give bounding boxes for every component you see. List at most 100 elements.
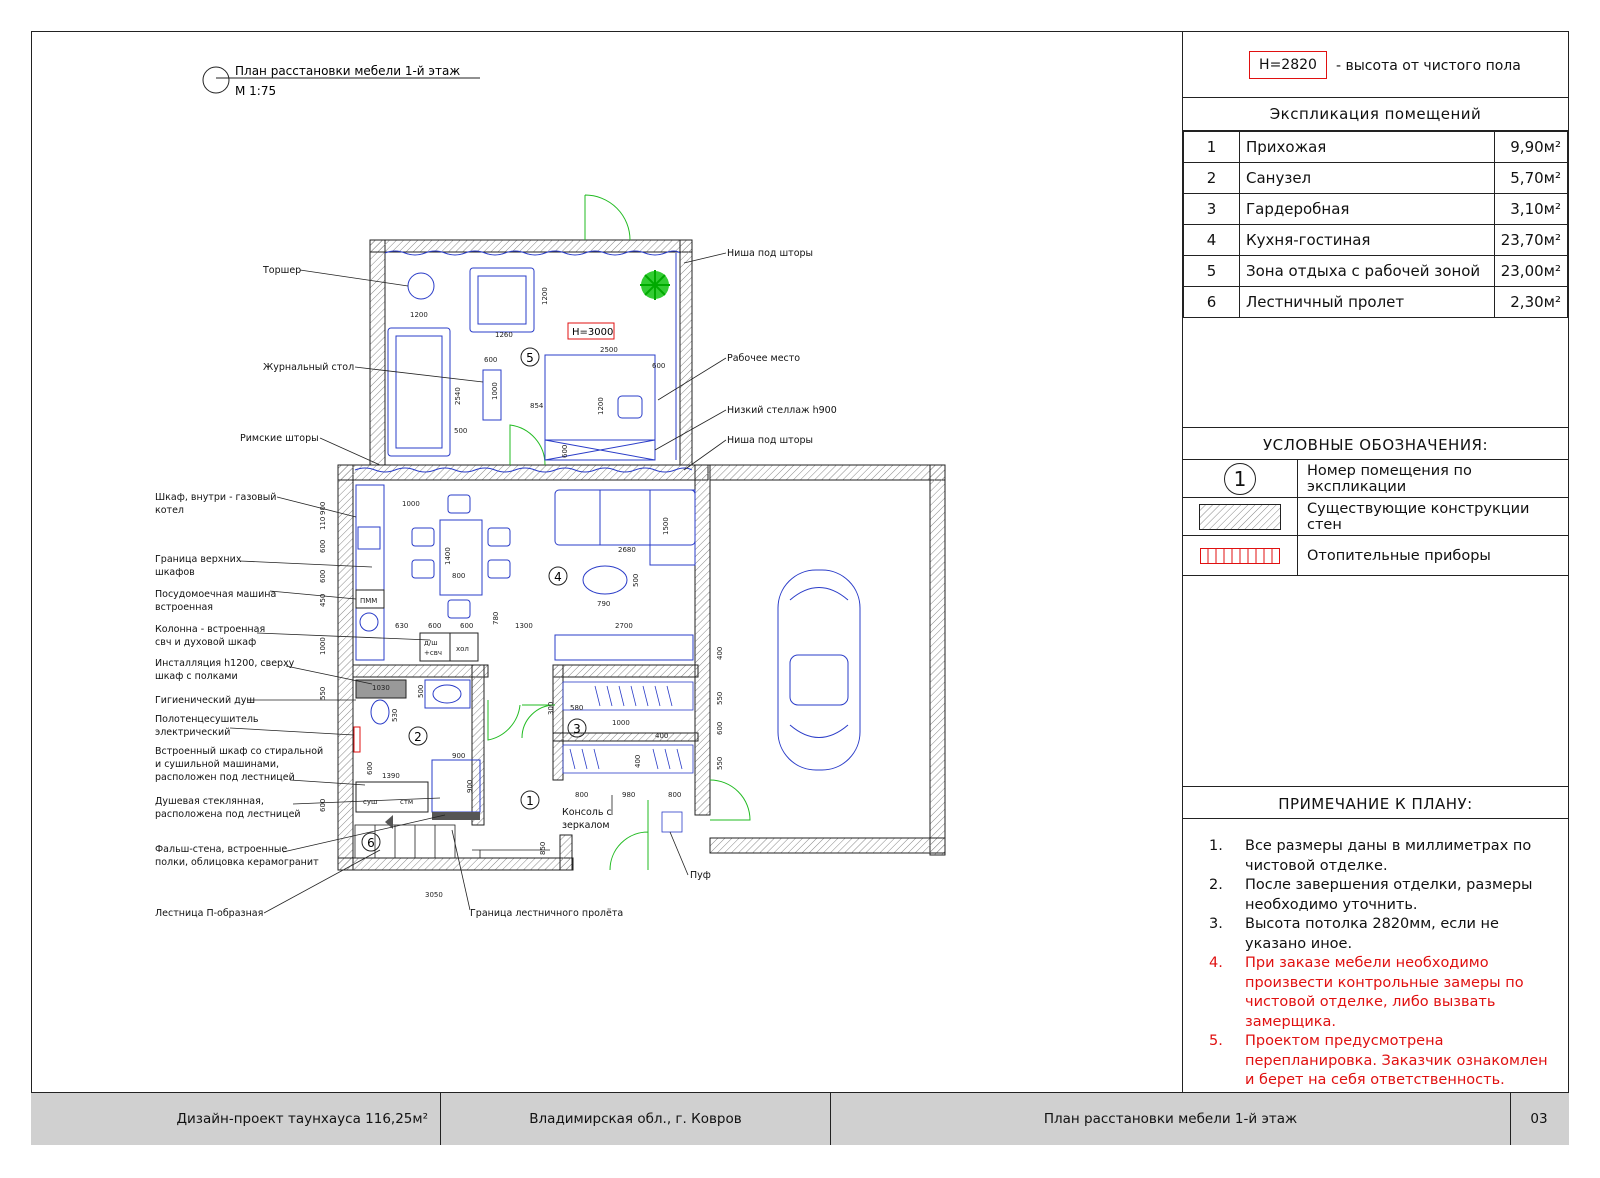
note-item: 4. При заказе мебели необходимо произвест… bbox=[1209, 954, 1559, 1032]
room-name: Гардеробная bbox=[1239, 193, 1495, 225]
note-number: 4. bbox=[1209, 955, 1223, 971]
heater-symbol bbox=[1200, 547, 1280, 564]
svg-text:1000: 1000 bbox=[319, 637, 327, 655]
svg-text:Посудомоечная машина: Посудомоечная машина bbox=[155, 589, 276, 600]
svg-text:котел: котел bbox=[155, 505, 184, 516]
svg-text:Римские шторы: Римские шторы bbox=[240, 433, 319, 444]
room-area: 23,00м² bbox=[1493, 255, 1569, 287]
svg-text:400: 400 bbox=[716, 647, 724, 660]
svg-text:1400: 1400 bbox=[444, 547, 452, 565]
room-area: 9,90м² bbox=[1493, 131, 1569, 163]
svg-text:600: 600 bbox=[319, 799, 327, 812]
legend-title: УСЛОВНЫЕ ОБОЗНАЧЕНИЯ: bbox=[1183, 427, 1568, 460]
svg-text:Встроенный шкаф со стиральной: Встроенный шкаф со стиральной bbox=[155, 746, 323, 757]
svg-text:600: 600 bbox=[652, 362, 665, 370]
svg-text:Гигиенический душ: Гигиенический душ bbox=[155, 695, 255, 706]
svg-text:850: 850 bbox=[539, 842, 547, 855]
legend-text-walls: Существующие конструкции стен bbox=[1307, 500, 1530, 533]
note-item: 1.Все размеры даны в миллиметрах по чист… bbox=[1209, 837, 1559, 876]
room-num: 1 bbox=[1183, 131, 1240, 163]
callout-leaders bbox=[229, 252, 727, 914]
svg-text:полки, облицовка керамогранит: полки, облицовка керамогранит bbox=[155, 857, 319, 868]
car-icon bbox=[777, 569, 861, 771]
svg-text:Граница лестничного пролёта: Граница лестничного пролёта bbox=[470, 908, 623, 919]
note-text: После завершения отделки, размеры необхо… bbox=[1245, 877, 1533, 913]
notes-title: ПРИМЕЧАНИЕ К ПЛАНУ: bbox=[1183, 786, 1568, 819]
note-number: 1. bbox=[1209, 838, 1223, 854]
svg-text:780: 780 bbox=[492, 612, 500, 625]
svg-text:и сушильной машинами,: и сушильной машинами, bbox=[155, 759, 279, 770]
room-num: 2 bbox=[1183, 162, 1240, 194]
svg-text:1390: 1390 bbox=[382, 772, 400, 780]
svg-text:800: 800 bbox=[668, 791, 681, 799]
room-height-text: Н=3000 bbox=[572, 327, 613, 338]
svg-text:980: 980 bbox=[622, 791, 635, 799]
svg-text:свч и духовой шкаф: свч и духовой шкаф bbox=[155, 637, 256, 648]
plan-scale: М 1:75 bbox=[235, 84, 276, 98]
pmm-label: ПММ bbox=[360, 597, 377, 605]
svg-text:Лестница П-образная: Лестница П-образная bbox=[155, 908, 263, 919]
svg-text:3050: 3050 bbox=[425, 891, 443, 899]
svg-text:электрический: электрический bbox=[155, 727, 230, 738]
room-name: Кухня-гостиная bbox=[1239, 224, 1495, 256]
svg-text:Колонна - встроенная: Колонна - встроенная bbox=[155, 624, 265, 635]
svg-text:400: 400 bbox=[634, 755, 642, 768]
room-number-6: 6 bbox=[367, 836, 375, 850]
right-panel: Н=2820 - высота от чистого пола Эксплика… bbox=[1182, 31, 1569, 1092]
note-item: 2.После завершения отделки, размеры необ… bbox=[1209, 876, 1559, 915]
svg-text:600: 600 bbox=[716, 722, 724, 735]
stir-label: стм bbox=[400, 798, 413, 806]
svg-text:2700: 2700 bbox=[615, 622, 633, 630]
footer-sheet-title: План расстановки мебели 1-й этаж bbox=[831, 1093, 1511, 1145]
note-number: 5. bbox=[1209, 1033, 1223, 1049]
room-number-1: 1 bbox=[526, 794, 534, 808]
svg-text:600: 600 bbox=[561, 445, 569, 458]
svg-text:600: 600 bbox=[484, 356, 497, 364]
curtains bbox=[354, 250, 693, 473]
svg-text:2540: 2540 bbox=[454, 387, 462, 405]
svg-text:300: 300 bbox=[547, 702, 555, 715]
stair-arrow-icon bbox=[385, 815, 393, 829]
note-text: При заказе мебели необходимо произвести … bbox=[1245, 955, 1524, 1030]
legend-text-room-number: Номер помещения по экспликации bbox=[1307, 462, 1472, 495]
svg-text:500: 500 bbox=[454, 427, 467, 435]
svg-text:110: 110 bbox=[319, 517, 327, 530]
svg-text:450: 450 bbox=[319, 594, 327, 607]
plant-icon bbox=[640, 270, 670, 300]
towel-heater bbox=[353, 726, 361, 753]
room-number-2: 2 bbox=[414, 730, 422, 744]
svg-text:Полотенцесушитель: Полотенцесушитель bbox=[155, 714, 259, 725]
svg-text:Шкаф, внутри - газовый: Шкаф, внутри - газовый bbox=[155, 492, 276, 503]
height-desc: - высота от чистого пола bbox=[1336, 58, 1521, 74]
svg-text:2680: 2680 bbox=[618, 546, 636, 554]
room-name: Санузел bbox=[1239, 162, 1495, 194]
svg-text:530: 530 bbox=[391, 709, 399, 722]
svg-text:1200: 1200 bbox=[410, 311, 428, 319]
note-text: Высота потолка 2820мм, если не указано и… bbox=[1245, 916, 1499, 952]
svg-text:1000: 1000 bbox=[402, 500, 420, 508]
room-area: 2,30м² bbox=[1493, 286, 1569, 318]
callouts: Торшер Журнальный стол Римские шторы Шка… bbox=[155, 248, 837, 919]
svg-text:854: 854 bbox=[530, 402, 544, 410]
svg-text:600: 600 bbox=[366, 762, 374, 775]
furniture-room5 bbox=[387, 267, 656, 461]
room-numbers: 5 4 2 3 1 6 bbox=[361, 347, 587, 852]
svg-text:600: 600 bbox=[428, 622, 441, 630]
room-num: 6 bbox=[1183, 286, 1240, 318]
notes-list: 1.Все размеры даны в миллиметрах по чист… bbox=[1209, 837, 1559, 1091]
svg-text:600: 600 bbox=[319, 570, 327, 583]
svg-text:1030: 1030 bbox=[372, 684, 390, 692]
svg-text:Консоль с: Консоль с bbox=[562, 807, 612, 818]
svg-text:шкафов: шкафов bbox=[155, 567, 195, 578]
wall-hatch-symbol bbox=[1199, 503, 1281, 530]
walls bbox=[337, 239, 946, 871]
sush-label: суш bbox=[363, 798, 377, 806]
legend-item-heaters: Отопительные приборы bbox=[1183, 536, 1568, 576]
svg-text:1000: 1000 bbox=[612, 719, 630, 727]
room-number-5: 5 bbox=[526, 351, 534, 365]
